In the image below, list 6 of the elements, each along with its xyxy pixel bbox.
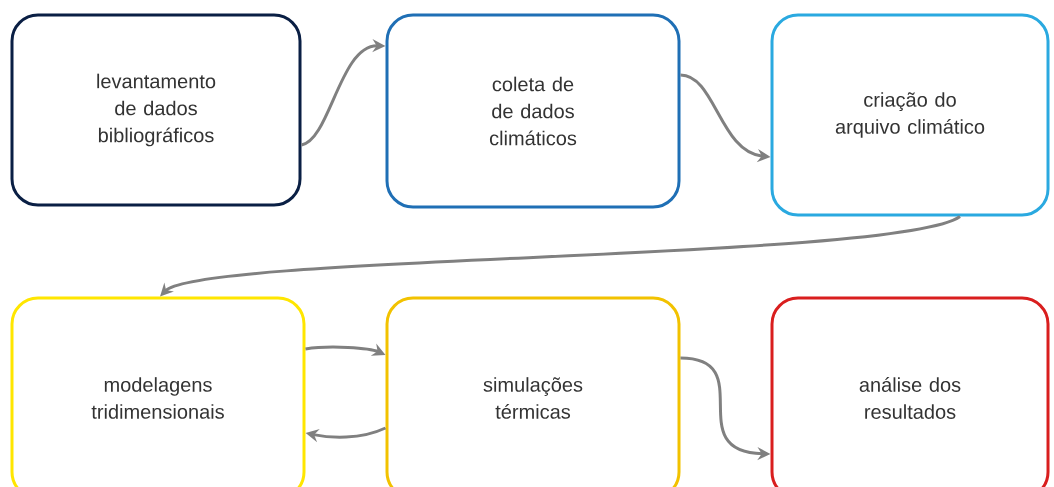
process-box: análise dos resultados [770, 296, 1050, 487]
process-box: levantamento de dados bibliográficos [10, 13, 302, 207]
process-box: coleta de de dados climáticos [385, 13, 681, 209]
process-box: criação do arquivo climático [770, 13, 1050, 217]
process-box: modelagens tridimensionais [10, 296, 306, 487]
process-box: simulações térmicas [385, 296, 681, 487]
